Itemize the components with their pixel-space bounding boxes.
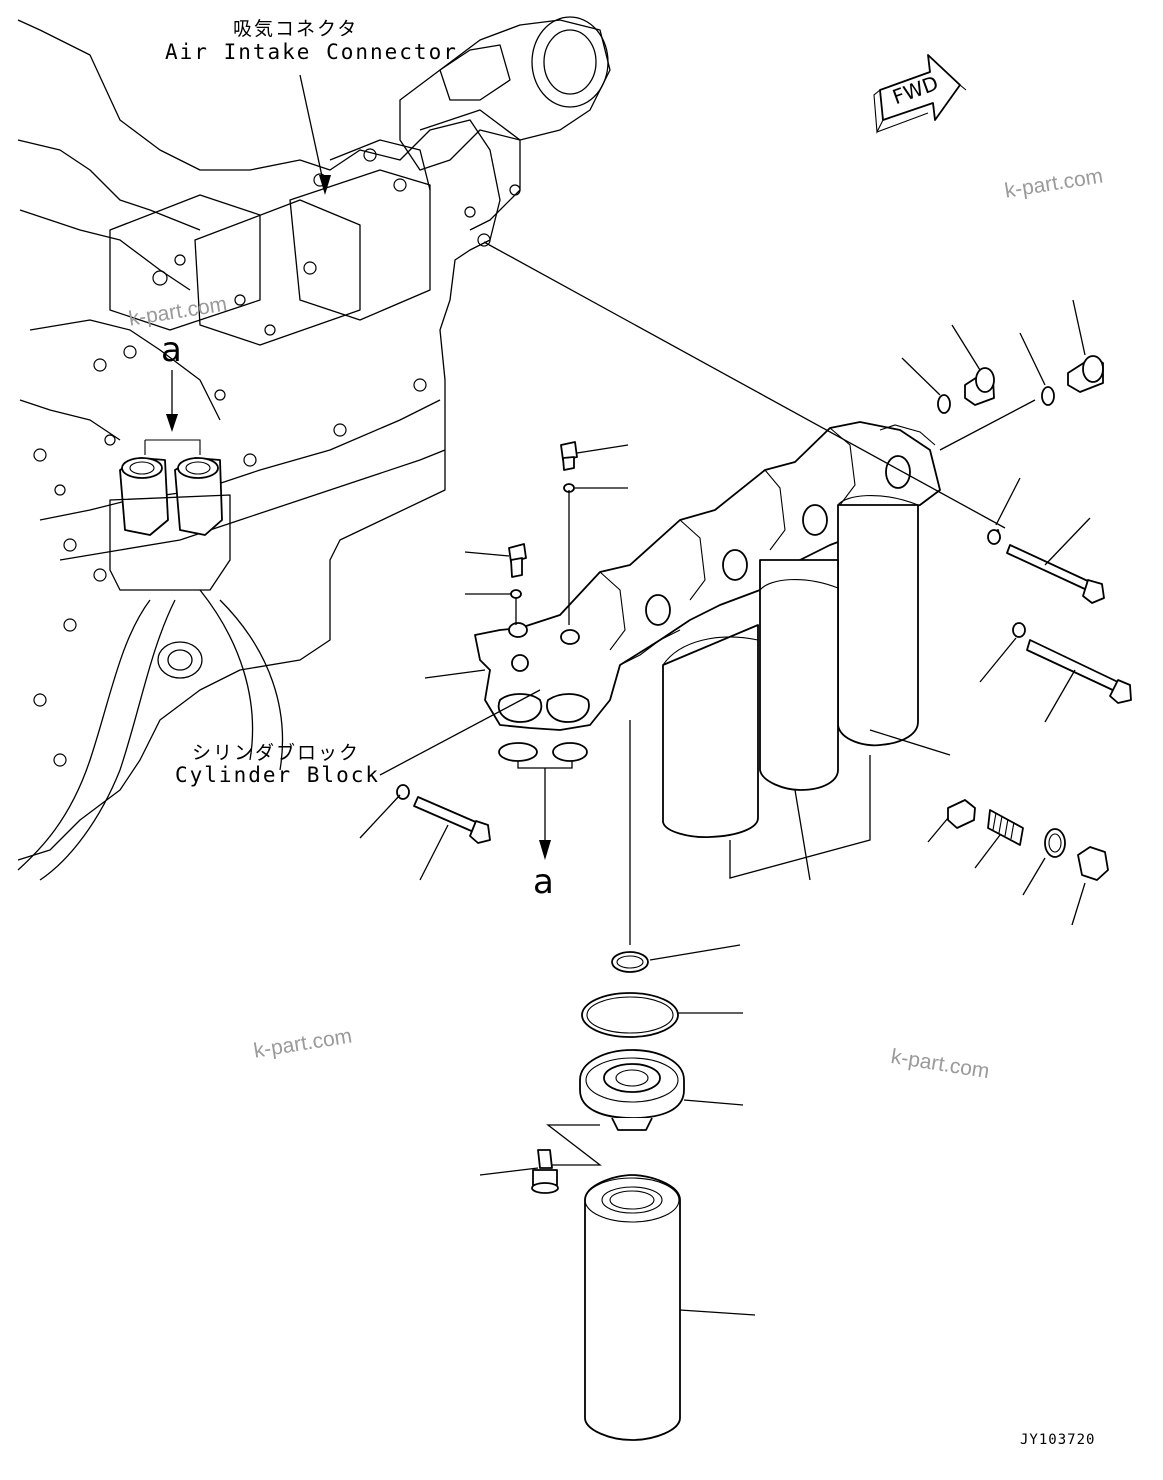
cylinder-block-label-jp: シリンダブロック [192,742,361,764]
air-intake-arrowhead [319,175,331,195]
cylinder-block-leader [379,689,541,776]
ref-a-bottom-arrow [517,755,573,860]
plugs-and-orings [396,355,1132,881]
air-intake-label-jp: 吸気コネクタ [233,18,359,40]
air-intake-label-en: Air Intake Connector [165,40,458,64]
lower-exploded-parts [479,944,756,1441]
intake-fittings [109,457,231,591]
right-leaders [359,299,1091,926]
canister-bracket [729,755,871,881]
cylinder-block-label-en: Cylinder Block [175,763,381,787]
ref-a-top-arrowhead [166,414,178,432]
air-intake-leader [299,74,326,191]
cylinder-orings [498,742,588,762]
ref-letter-top: a [161,330,182,370]
ref-letter-bottom: a [533,862,554,902]
engine-block [17,16,611,881]
fwd-arrow-icon [873,54,967,135]
drawing-code: JY103720 [1020,1432,1096,1448]
ref-a-top-bracket [144,439,201,455]
air-intake-connection-line [483,241,1006,529]
filter-head-assembly [474,421,941,838]
